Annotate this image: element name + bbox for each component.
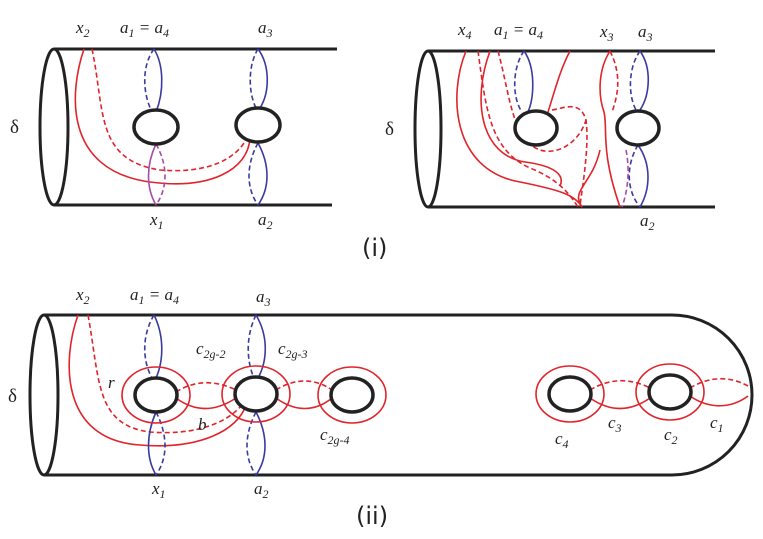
label-c4: c4 <box>555 429 569 451</box>
label-a2: a2 <box>254 479 269 501</box>
curve-a2-front <box>255 411 266 476</box>
curve-x2-back <box>91 48 249 172</box>
curve-a1-back <box>143 314 155 379</box>
boundary-ellipse <box>38 47 70 207</box>
label-x3: x3 <box>599 22 614 44</box>
curve-c1-front <box>689 395 749 407</box>
curve-a3-front <box>255 314 267 379</box>
curve-a2-back <box>246 411 257 476</box>
label-a1-a4: a1 = a4 <box>130 285 179 307</box>
curve-a2-back <box>628 144 641 208</box>
curve-x4-inner <box>547 50 571 113</box>
label-a1-a4: a1 = a4 <box>494 20 543 42</box>
hole-2 <box>234 106 282 144</box>
curve-x1-back <box>155 143 166 206</box>
curve-a2-back <box>248 142 259 206</box>
curve-a2-front <box>257 142 268 206</box>
hole-1 <box>133 376 179 414</box>
panel-i-right: δ x4 a1 = a4 x3 a3 a2 <box>385 20 715 233</box>
label-a3: a3 <box>638 22 653 44</box>
hole-5 <box>647 373 693 411</box>
label-c3: c3 <box>608 413 622 435</box>
caption-i: (i) <box>362 234 387 262</box>
label-c1: c1 <box>710 413 724 435</box>
label-c2: c2 <box>664 425 678 447</box>
delta-label: δ <box>10 117 19 138</box>
curve-a3-back <box>629 50 641 111</box>
tube-outline <box>44 313 754 477</box>
hole-2 <box>615 109 661 147</box>
curve-x1-back <box>155 411 166 476</box>
delta-label: δ <box>8 386 17 407</box>
curve-a1-back <box>513 50 525 113</box>
curve-x4-inner-back <box>551 105 588 208</box>
label-a2: a2 <box>258 210 273 232</box>
hole-4 <box>547 375 593 413</box>
hole-3 <box>329 376 375 414</box>
curve-c2g3-front <box>275 397 333 410</box>
curve-c2g3-back <box>275 380 333 391</box>
caption-ii: (ii) <box>356 502 388 530</box>
curve-x3-back <box>609 50 619 113</box>
label-c2g2: c2g-2 <box>196 339 226 361</box>
label-a3: a3 <box>256 287 271 309</box>
curve-a1-front <box>153 48 163 113</box>
label-a3: a3 <box>258 18 273 40</box>
curve-x3-front <box>599 50 621 208</box>
curve-x2-front <box>74 48 251 185</box>
curve-c2g4 <box>317 366 387 424</box>
curve-a1-front <box>153 314 163 379</box>
hole-2 <box>233 375 279 413</box>
label-r: r <box>108 373 115 392</box>
curve-a3-front <box>257 48 269 109</box>
label-b: b <box>198 415 207 434</box>
label-x2: x2 <box>75 18 90 40</box>
label-c2g4: c2g-4 <box>320 425 350 447</box>
curve-a1-back <box>143 48 155 113</box>
hole-1 <box>132 108 180 146</box>
boundary-ellipse <box>413 49 443 209</box>
curve-x2-front <box>68 314 247 447</box>
curve-x1-front <box>147 411 157 476</box>
curve-a3-back <box>249 48 259 109</box>
panel-ii: δ x2 a1 = a4 a3 c2g-2 c2g-3 r b c2g-4 x1… <box>8 285 754 501</box>
label-x1: x1 <box>151 479 166 501</box>
label-a2: a2 <box>640 211 655 233</box>
curve-c4 <box>535 365 605 423</box>
curve-x1-front <box>147 143 157 206</box>
curve-c3-front <box>589 397 651 410</box>
curve-c2g2 <box>221 365 291 423</box>
curve-purple-dashed <box>621 149 629 208</box>
curve-x3-tail <box>577 149 601 208</box>
label-x2: x2 <box>75 285 90 307</box>
curve-x4-mid <box>480 50 562 187</box>
curve-c2 <box>635 363 705 421</box>
curve-x4-outer <box>456 50 583 208</box>
label-x1: x1 <box>149 210 164 232</box>
curve-b-back <box>175 381 237 393</box>
label-c2g3: c2g-3 <box>278 339 308 361</box>
curve-b-front <box>175 397 237 410</box>
label-a1-a4: a1 = a4 <box>120 18 169 40</box>
label-x4: x4 <box>457 20 472 42</box>
curve-x4-back-1 <box>477 50 579 208</box>
curve-r <box>121 366 191 424</box>
boundary-ellipse <box>28 313 60 477</box>
curve-c3-back <box>589 379 651 391</box>
curve-a3-front <box>639 50 650 111</box>
curve-x4-back-2 <box>497 50 587 153</box>
hole-1 <box>513 109 559 147</box>
curve-a2-front <box>637 144 649 208</box>
curve-a3-back <box>247 314 257 379</box>
panel-i-left: δ x2 a1 = a4 a3 x1 a2 <box>10 18 337 232</box>
curve-a1-front <box>523 50 534 113</box>
curve-c1-back <box>689 377 749 389</box>
delta-label: δ <box>385 119 394 140</box>
